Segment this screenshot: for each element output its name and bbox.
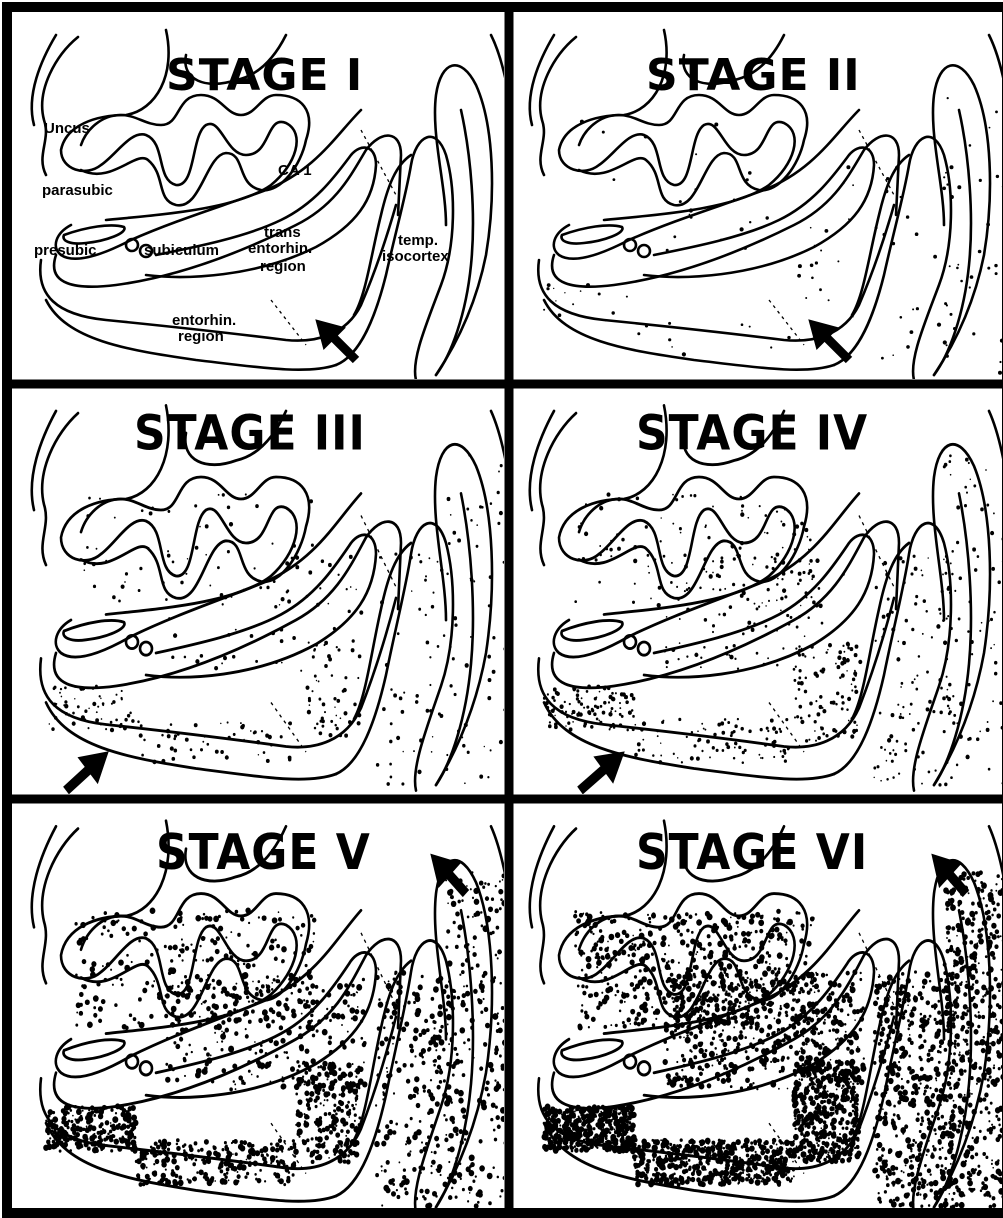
region-label-parasubic: parasubic [42, 182, 113, 199]
region-label-trans_2: entorhin. [248, 240, 312, 257]
region-label-uncus: Uncus [44, 120, 90, 137]
stage-title: STAGE V [156, 825, 371, 882]
region-label-presubic: presubic [34, 242, 97, 259]
region-label-ent_1: entorhin. [172, 312, 236, 329]
region-label-temp_2: isocortex [382, 248, 449, 265]
region-label-trans_3: region [260, 258, 306, 275]
region-label-trans_1: trans [264, 224, 301, 241]
stage-title: STAGE I [166, 50, 363, 101]
region-label-ca1: CA 1 [278, 162, 312, 179]
region-label-ent_2: region [178, 328, 224, 345]
region-label-temp_1: temp. [398, 232, 438, 249]
region-label-subiculum: subiculum [144, 242, 219, 259]
stage-title: STAGE IV [636, 405, 868, 462]
stage-title: STAGE II [646, 50, 861, 101]
stage-title: STAGE III [134, 405, 366, 462]
stage-title: STAGE VI [636, 825, 868, 882]
